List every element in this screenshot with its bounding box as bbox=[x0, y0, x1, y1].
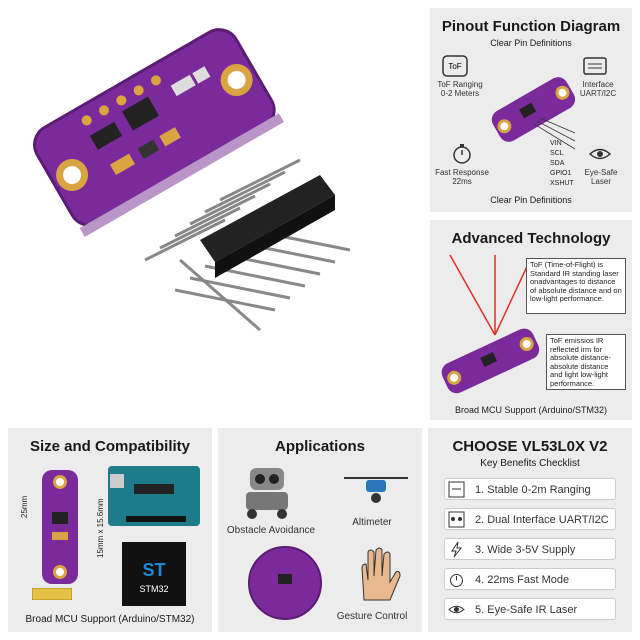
ir-description-box: ToF emissios IR reflected irm for absolu… bbox=[546, 334, 626, 390]
pinout-title: Pinout Function Diagram bbox=[441, 18, 621, 35]
eye-icon bbox=[588, 148, 612, 160]
pinout-subtitle: Clear Pin Definitions bbox=[490, 38, 572, 48]
laser-beam-illustration bbox=[441, 254, 540, 394]
pinout-panel: Pinout Function Diagram Clear Pin Defini… bbox=[430, 8, 632, 212]
ruler-icon bbox=[32, 588, 72, 600]
tof-icon: ToF bbox=[442, 55, 468, 77]
hero-product-image bbox=[33, 28, 351, 332]
size-title: Size and Compatibility bbox=[29, 438, 191, 455]
fast-response-label: Fast Response 22ms bbox=[435, 168, 489, 186]
tof-description-box: ToF (Time-of-Flight) is Standard IR stan… bbox=[526, 258, 626, 314]
applications-panel: Applications Obstacle Avoidance Altimete… bbox=[218, 428, 422, 632]
robot-icon bbox=[246, 468, 288, 519]
pinout-footer: Clear Pin Definitions bbox=[490, 195, 572, 205]
benefit-ranging: 1. Stable 0-2m Ranging bbox=[444, 478, 616, 500]
svg-text:STM32: STM32 bbox=[139, 584, 168, 594]
technology-panel: Advanced Technology ToF (Time-of-Flight)… bbox=[430, 220, 632, 420]
tof-ranging-label: ToF Ranging 0-2 Meters bbox=[437, 80, 483, 98]
benefit-ranging-label: 1. Stable 0-2m Ranging bbox=[475, 484, 591, 496]
eye-safe-label: Eye-Safe Laser bbox=[584, 168, 618, 186]
stopwatch-icon bbox=[450, 574, 463, 587]
pin-vin: VIN bbox=[550, 140, 562, 147]
width-dimension: 15mm x 15.6mm bbox=[96, 498, 105, 558]
benefit-fast-mode: 4. 22ms Fast Mode bbox=[444, 568, 616, 590]
benefit-supply-label: 3. Wide 3-5V Supply bbox=[475, 544, 576, 556]
pin-gpio1: GPIO1 bbox=[550, 170, 572, 177]
benefit-interface: 2. Dual Interface UART/I2C bbox=[444, 508, 616, 530]
benefit-supply: 3. Wide 3-5V Supply bbox=[444, 538, 616, 560]
interface-icon bbox=[583, 57, 607, 75]
drone-icon bbox=[344, 477, 408, 503]
pin-sda: SDA bbox=[550, 160, 565, 167]
benefit-eye-safe: 5. Eye-Safe IR Laser bbox=[444, 598, 616, 620]
stopwatch-icon bbox=[453, 144, 471, 164]
eye-icon bbox=[448, 605, 465, 614]
pin-scl: SCL bbox=[550, 150, 564, 157]
obstacle-avoidance-label: Obstacle Avoidance bbox=[226, 525, 316, 536]
checklist-panel: CHOOSE VL53L0X V2 Key Benefits Checklist… bbox=[428, 428, 632, 632]
benefit-eye-safe-label: 5. Eye-Safe IR Laser bbox=[475, 604, 578, 616]
module-top-view bbox=[42, 470, 78, 584]
benefit-interface-label: 2. Dual Interface UART/I2C bbox=[475, 514, 609, 526]
height-dimension: 25mm bbox=[20, 495, 29, 518]
gesture-control-label: Gesture Control bbox=[336, 611, 408, 622]
size-footer: Broad MCU Support (Arduino/STM32) bbox=[25, 614, 195, 625]
technology-title: Advanced Technology bbox=[451, 230, 611, 247]
checklist-subtitle: Key Benefits Checklist bbox=[480, 458, 580, 469]
pin-header bbox=[144, 158, 351, 332]
interface-icon bbox=[448, 511, 465, 528]
pin-xshut: XSHUT bbox=[550, 180, 574, 187]
technology-footer: Broad MCU Support (Arduino/STM32) bbox=[454, 405, 608, 415]
range-icon bbox=[448, 481, 465, 498]
arduino-board bbox=[108, 466, 200, 526]
interface-label: Interface UART/I2C bbox=[579, 80, 617, 98]
altimeter-label: Altimeter bbox=[352, 517, 392, 528]
size-panel: Size and Compatibility 25mm 15mm x 15.6m… bbox=[8, 428, 212, 632]
pinout-module-image bbox=[491, 77, 576, 150]
checklist-title: CHOOSE VL53L0X V2 bbox=[452, 438, 608, 455]
svg-text:ST: ST bbox=[142, 560, 165, 580]
sensor-closeup bbox=[248, 546, 322, 620]
sensor-module-board bbox=[33, 28, 284, 237]
applications-title: Applications bbox=[274, 438, 365, 455]
hand-icon bbox=[361, 547, 401, 601]
stm32-chip: ST STM32 bbox=[122, 542, 186, 606]
benefit-fast-mode-label: 4. 22ms Fast Mode bbox=[475, 574, 570, 586]
lightning-icon bbox=[451, 541, 463, 558]
svg-text:ToF: ToF bbox=[448, 62, 461, 71]
